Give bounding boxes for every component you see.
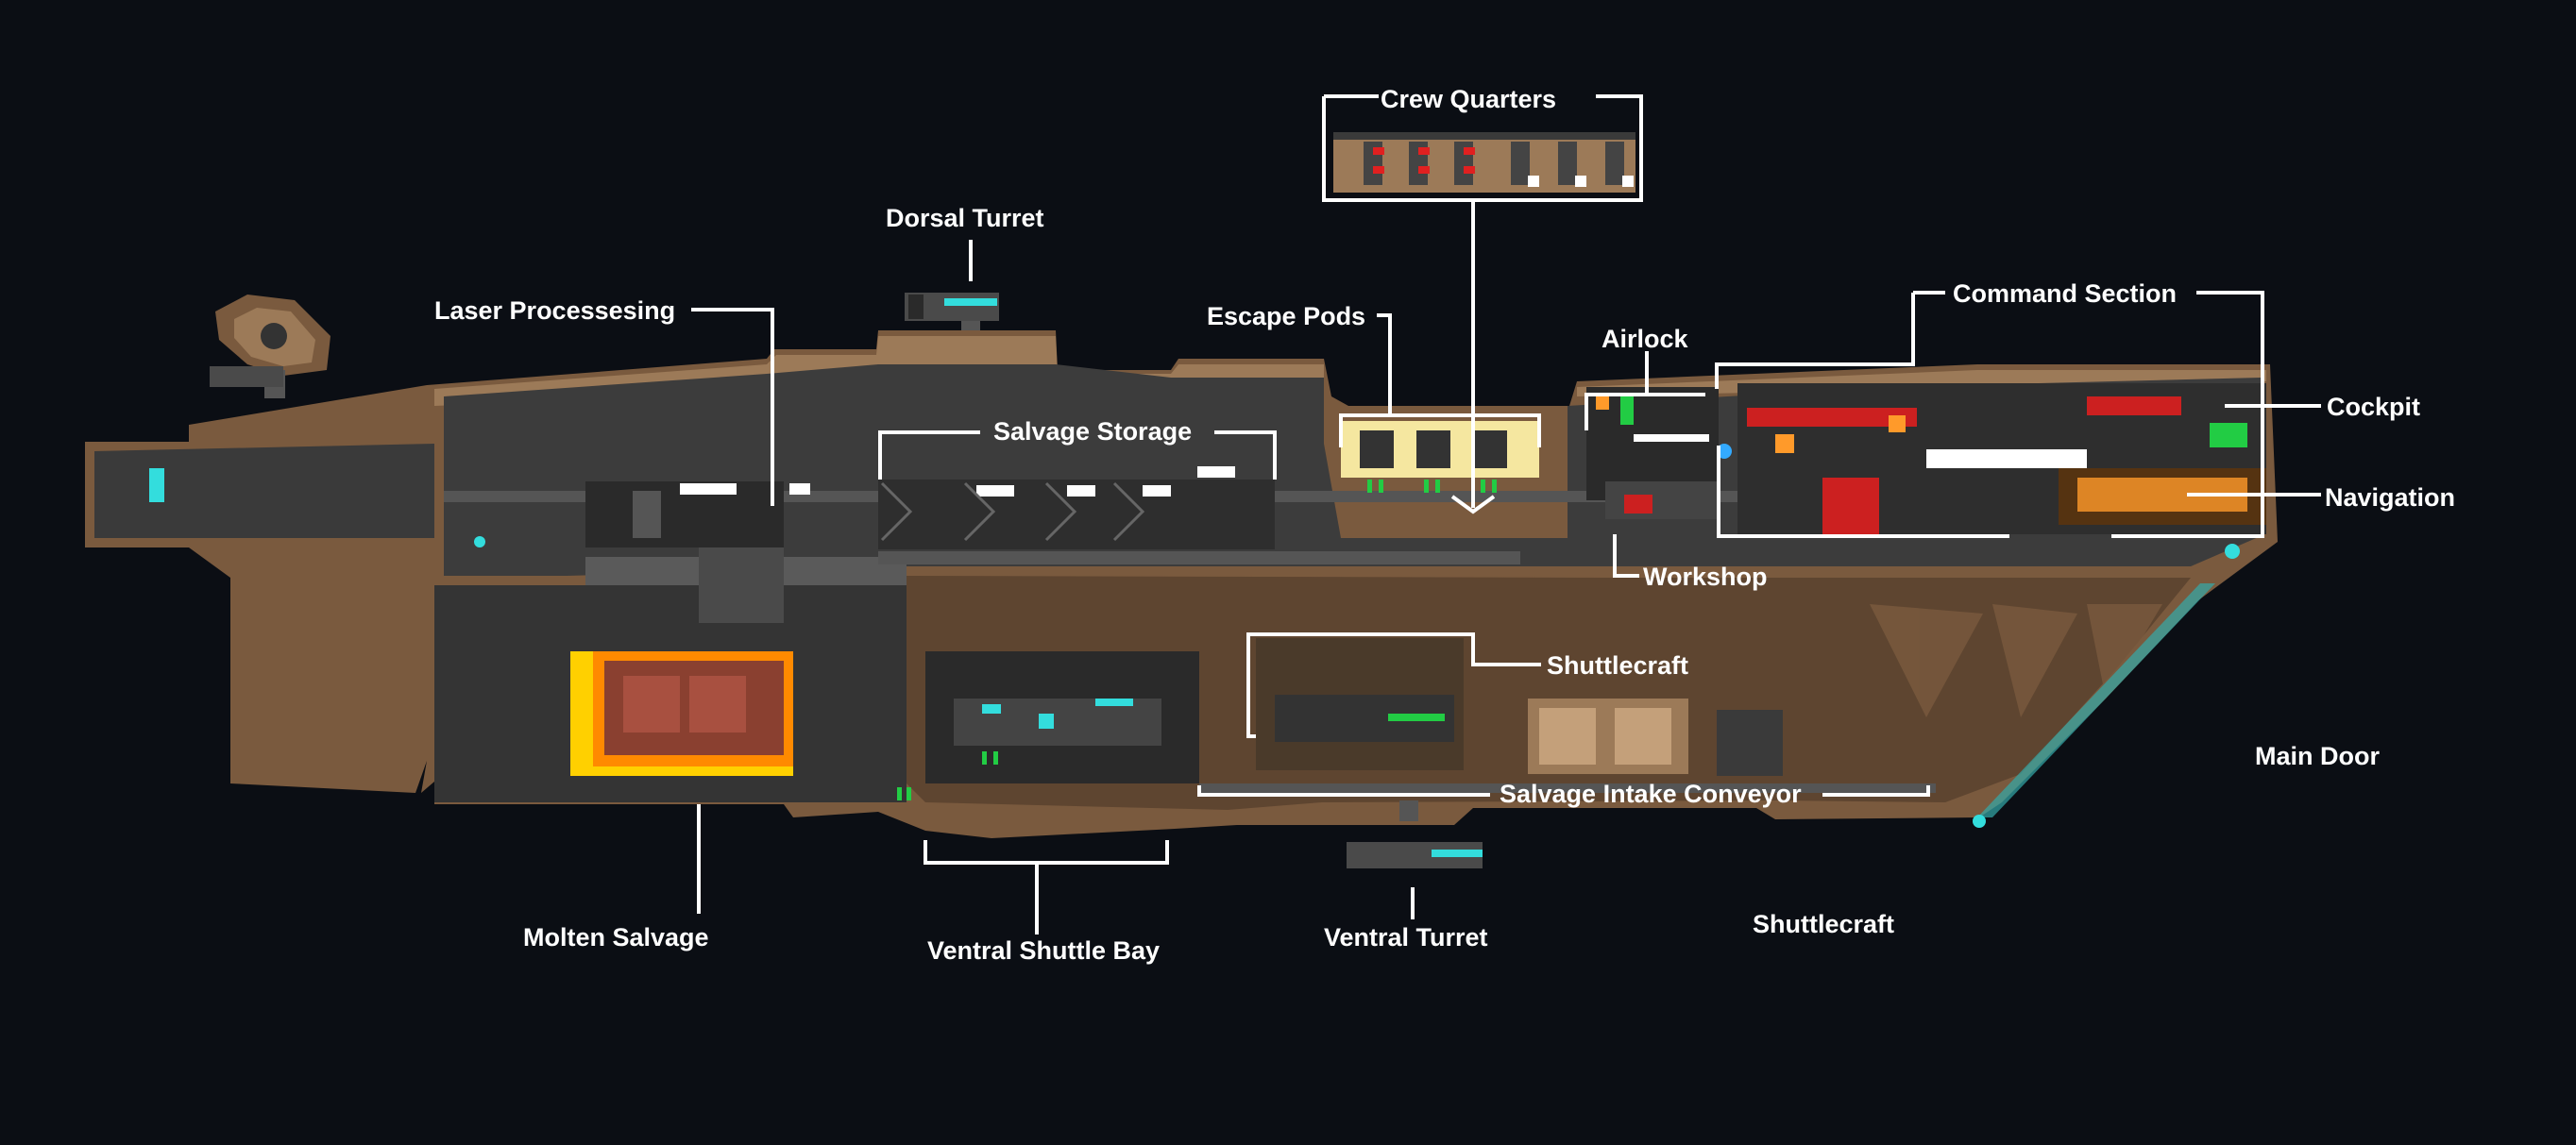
crew-quarters-callout <box>1322 94 1643 202</box>
label-salvage-storage: Salvage Storage <box>993 417 1193 446</box>
ventral-shuttle-bay-callout <box>924 840 1169 935</box>
radar-dish <box>210 295 330 398</box>
label-ventral-shuttle-bay: Ventral Shuttle Bay <box>927 936 1161 965</box>
label-ventral-turret: Ventral Turret <box>1324 923 1488 951</box>
workshop-callout <box>1613 534 1639 578</box>
label-crew-quarters: Crew Quarters <box>1381 85 1557 113</box>
label-main-door: Main Door <box>2255 742 2380 770</box>
laser-processing-callout <box>691 308 774 506</box>
crew-quarters-inset <box>1333 132 1635 193</box>
shuttlecraft-upper-callout <box>1246 632 1541 738</box>
salvage-storage <box>878 466 1520 564</box>
label-command-section: Command Section <box>1953 279 2178 308</box>
salvage-storage-callout <box>878 430 1277 480</box>
rear-compartments <box>585 481 907 623</box>
command-section-callout <box>1715 291 2264 538</box>
label-cockpit: Cockpit <box>2327 393 2421 421</box>
label-salvage-intake-conveyor: Salvage Intake Conveyor <box>1500 780 1802 808</box>
lower-compartments <box>474 536 2215 828</box>
command-section <box>1717 383 2266 559</box>
label-shuttlecraft-upper: Shuttlecraft <box>1547 651 1689 680</box>
label-navigation: Navigation <box>2325 483 2456 512</box>
airlock-block <box>1586 387 1719 519</box>
ventral-turret <box>1347 800 1483 868</box>
label-shuttlecraft-lower: Shuttlecraft <box>1753 910 1895 938</box>
callout-lines <box>691 94 2321 935</box>
label-escape-pods: Escape Pods <box>1207 302 1366 330</box>
label-laser-processing: Laser Processesing <box>434 296 676 325</box>
label-dorsal-turret: Dorsal Turret <box>886 204 1044 232</box>
escape-pods-callout <box>1339 313 1541 447</box>
label-workshop: Workshop <box>1643 563 1768 591</box>
escape-pods <box>1341 421 1539 493</box>
airlock-callout <box>1585 351 1705 430</box>
label-molten-salvage: Molten Salvage <box>523 923 709 951</box>
salvage-intake-conveyor-callout <box>1197 785 1930 797</box>
label-airlock: Airlock <box>1602 325 1688 353</box>
